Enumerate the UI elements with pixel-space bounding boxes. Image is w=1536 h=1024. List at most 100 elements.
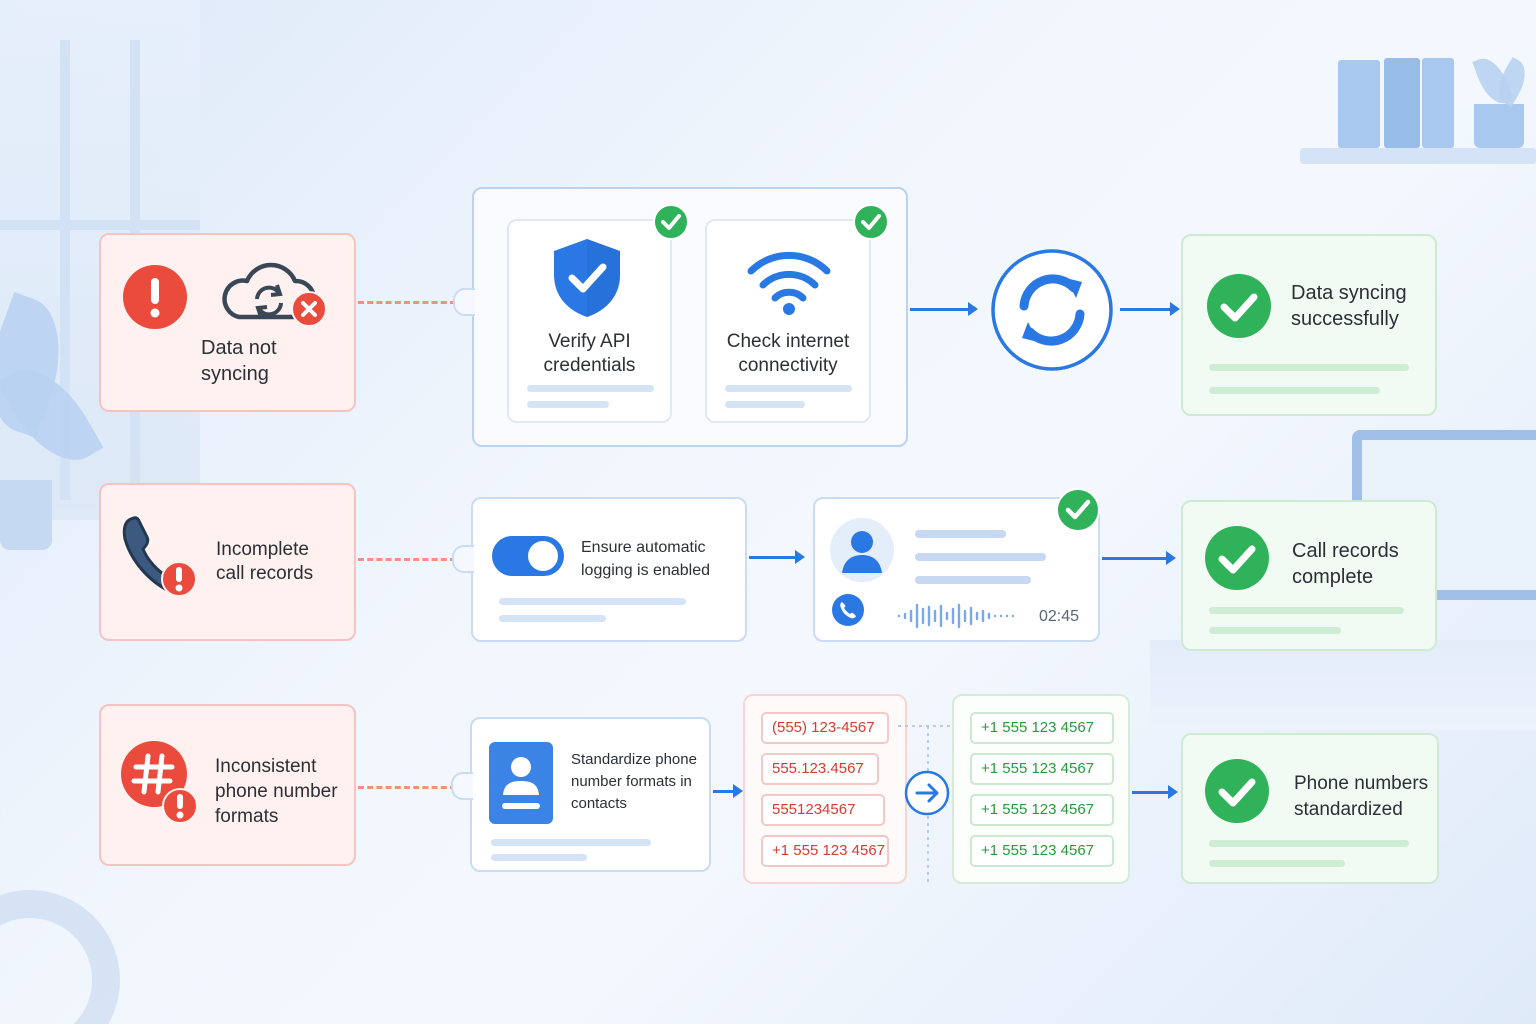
standard-number-item: +1 555 123 4567 [970,753,1114,785]
background-desk [1150,640,1536,730]
problem-card-incomplete-call-records: Incomplete call records [99,483,356,641]
step-label-line1: Check internet [726,331,850,352]
background-plant-pot [1474,104,1524,148]
step-label-line2: connectivity [738,355,838,376]
connector-dashed [358,301,456,304]
hash-alert-icon [121,741,198,824]
result-label-line1: Phone numbers [1294,773,1429,794]
background-gear-icon [0,890,120,1024]
step-label-line2: number formats in [571,773,692,790]
problem-card-inconsistent-formats: Inconsistent phone number formats [99,704,356,866]
phone-alert-icon [122,516,197,597]
problem-label-line2: syncing [201,363,269,385]
placeholder-line [491,839,651,846]
dotted-connector [898,725,964,882]
result-label-line2: successfully [1291,308,1399,330]
result-card-call-records: Call records complete [1181,500,1437,651]
placeholder-line [1209,387,1380,394]
background-binder [1338,60,1380,148]
flow-arrow [749,550,805,564]
standard-numbers-list: +1 555 123 4567 +1 555 123 4567 +1 555 1… [952,694,1130,884]
wifi-icon [747,251,831,315]
result-label-line2: standardized [1294,799,1403,820]
background-plant-pot [0,480,52,550]
cloud-sync-error-icon [222,262,327,327]
check-badge-icon [853,204,889,240]
toggle-switch-icon [492,536,564,576]
problem-label-line2: phone number [215,781,338,802]
step-label-line1: Verify API [548,331,631,352]
step-label-line2: credentials [543,355,636,376]
avatar [830,518,894,582]
result-label-line1: Data syncing [1291,282,1407,304]
placeholder-line [915,576,1031,584]
result-card-data-syncing: Data syncing successfully [1181,234,1437,416]
raw-numbers-list: (555) 123-4567 555.123.4567 5551234567 +… [743,694,907,884]
problem-label-line2: call records [216,563,314,584]
problem-label-line1: Inconsistent [215,756,317,777]
phone-icon [832,594,864,626]
step-card-standardize: Standardize phone number formats in cont… [470,717,711,872]
arrow-right-circle-icon [904,770,950,816]
step-card-auto-logging: Ensure automatic logging is enabled [471,497,747,642]
flow-arrow [1102,551,1176,565]
connector-dashed [358,558,456,561]
raw-number-item: (555) 123-4567 [761,712,889,744]
result-label-line2: complete [1292,566,1374,588]
connector-notch [453,288,475,316]
placeholder-line [1209,364,1409,371]
placeholder-line [1209,627,1341,634]
call-log-card: 02:45 [813,497,1100,642]
background-binder [1422,58,1454,148]
placeholder-line [725,385,852,392]
placeholder-line [499,615,606,622]
result-card-phone-numbers: Phone numbers standardized [1181,733,1439,884]
check-badge-icon [1056,488,1100,532]
connector-dashed [358,786,456,789]
placeholder-line [1209,607,1404,614]
raw-number-item: 555.123.4567 [761,753,879,785]
check-badge-icon [653,204,689,240]
connector-notch [451,772,473,800]
background-binder [1384,58,1420,148]
flow-arrow [910,302,978,316]
problem-label-line1: Data not [201,337,277,359]
problem-card-data-not-syncing: Data not syncing [99,233,356,412]
shield-check-icon [554,239,620,317]
sync-arrows-icon [991,249,1113,371]
step-label-line3: contacts [571,795,627,812]
raw-number-item: +1 555 123 4567 [761,835,889,867]
step-label-line2: logging is enabled [581,562,710,579]
connector-notch [452,545,474,573]
result-label-line1: Call records [1292,540,1399,562]
placeholder-line [725,401,805,408]
alert-icon [123,265,187,329]
flow-arrow [713,784,743,798]
audio-waveform [897,603,1015,629]
check-circle-icon [1205,759,1269,823]
check-circle-icon [1205,526,1269,590]
problem-label-line3: formats [215,806,279,827]
step-label-line1: Standardize phone [571,751,697,768]
standard-number-item: +1 555 123 4567 [970,712,1114,744]
placeholder-line [491,854,587,861]
step-label-line1: Ensure automatic [581,539,706,556]
problem-label-line1: Incomplete [216,539,309,560]
flow-arrow [1120,302,1180,316]
placeholder-line [527,385,654,392]
flow-arrow [1132,785,1178,799]
placeholder-line [499,598,686,605]
step-card-check-internet: Check internet connectivity [705,219,871,423]
placeholder-line [915,553,1046,561]
call-duration: 02:45 [1039,608,1080,625]
placeholder-line [527,401,609,408]
step-card-verify-api: Verify API credentials [507,219,672,423]
standard-number-item: +1 555 123 4567 [970,835,1114,867]
placeholder-line [1209,860,1345,867]
background-shelf [1300,148,1536,164]
contact-card-icon [489,742,553,824]
placeholder-line [1209,840,1409,847]
standard-number-item: +1 555 123 4567 [970,794,1114,826]
raw-number-item: 5551234567 [761,794,885,826]
placeholder-line [915,530,1006,538]
